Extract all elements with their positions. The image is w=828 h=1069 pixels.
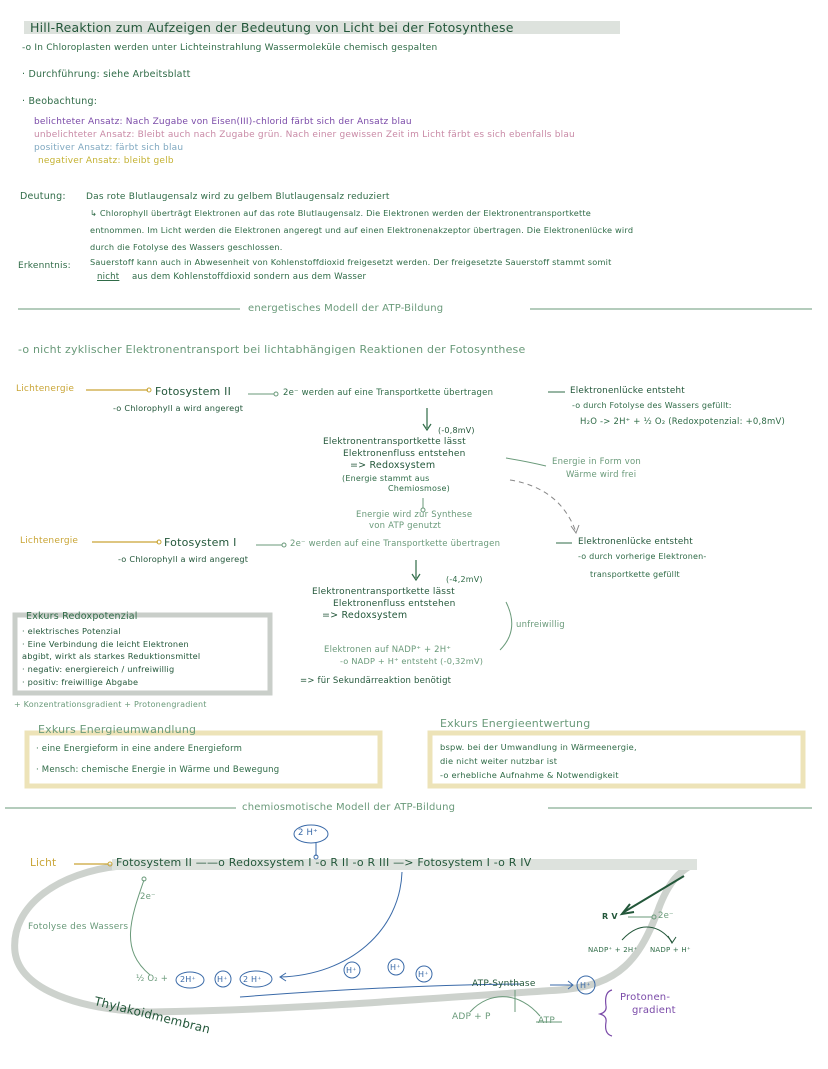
exkurs-redox-title: Exkurs Redoxpotenzial bbox=[26, 611, 138, 622]
ps2-lichtenergie: Lichtenergie bbox=[16, 384, 75, 394]
nichtzyklisch-heading: -o nicht zyklischer Elektronentransport … bbox=[18, 343, 526, 356]
chemi-protonen1: Protonen- bbox=[620, 992, 671, 1003]
ps2-equation: H₂O -> 2H⁺ + ½ O₂ (Redoxpotenzial: +0,8m… bbox=[580, 417, 786, 427]
chemi-protonen2: gradient bbox=[632, 1005, 676, 1016]
chemi-ion-5: H⁺ bbox=[418, 970, 429, 979]
ps2-name: Fotosystem II bbox=[155, 385, 232, 398]
gradients-note: + Konzentrationsgradient + Protonengradi… bbox=[14, 700, 207, 709]
etk2-line2: Elektronenfluss entstehen bbox=[333, 599, 456, 609]
chemi-licht: Licht bbox=[30, 857, 57, 869]
chemi-nadph: NADP + H⁺ bbox=[650, 946, 691, 954]
etk1-line1: Elektronentransportkette lässt bbox=[323, 437, 466, 447]
erkenntnis-line1: Sauerstoff kann auch in Abwesenheit von … bbox=[90, 257, 612, 267]
beobachtung-unbelichtet: unbelichteter Ansatz: Bleibt auch nach Z… bbox=[34, 130, 575, 140]
exkurs-redox-item-4: · positiv: freiwillige Abgabe bbox=[22, 677, 139, 687]
exkurs-redox-item-3: · negativ: energiereich / unfreiwillig bbox=[22, 664, 175, 674]
chemi-e1: 2e⁻ bbox=[140, 892, 156, 902]
ps1-vorherige2: transportkette gefüllt bbox=[590, 570, 680, 579]
etk2-line1: Elektronentransportkette lässt bbox=[312, 587, 455, 597]
etk2-line3: => Redoxsystem bbox=[322, 610, 408, 621]
chemi-atp: ATP bbox=[538, 1016, 555, 1026]
exkurs-redox-item-1: · Eine Verbindung die leicht Elektronen bbox=[22, 639, 189, 649]
exkurs-umwandlung-title: Exkurs Energieumwandlung bbox=[38, 723, 197, 736]
ps2-transfer: 2e⁻ werden auf eine Transportkette übert… bbox=[283, 388, 494, 398]
chemi-half-o2: ½ O₂ + bbox=[136, 974, 169, 984]
beobachtung-heading: · Beobachtung: bbox=[22, 96, 98, 107]
ps2-fotolyse: -o durch Fotolyse des Wassers gefüllt: bbox=[572, 401, 732, 410]
ps2-luecke: Elektronenlücke entsteht bbox=[570, 386, 685, 396]
chemi-synthase: ATP-Synthase bbox=[472, 979, 536, 989]
erkenntnis-line2: aus dem Kohlenstoffdioxid sondern aus de… bbox=[132, 272, 367, 282]
etk1-waerme2: Wärme wird frei bbox=[566, 470, 637, 480]
erkenntnis-nicht: nicht bbox=[97, 272, 120, 282]
etk1-waerme1: Energie in Form von bbox=[552, 457, 642, 467]
deutung-line2: ↳ Chlorophyll überträgt Elektronen auf d… bbox=[90, 208, 592, 218]
etk2-nadp2: -o NADP + H⁺ entsteht (-0,32mV) bbox=[340, 656, 484, 666]
deutung-label: Deutung: bbox=[20, 191, 66, 202]
exkurs-entwertung-item-1: die nicht weiter nutzbar ist bbox=[440, 756, 558, 766]
beobachtung-negativ: negativer Ansatz: bleibt gelb bbox=[38, 156, 174, 166]
ps2-sub: -o Chlorophyll a wird angeregt bbox=[113, 403, 244, 413]
etk1-potential: (-0,8mV) bbox=[438, 426, 475, 435]
etk1-line5: Chemiosmose) bbox=[388, 484, 450, 493]
exkurs-entwertung-item-0: bspw. bei der Umwandlung in Wärmeenergie… bbox=[440, 742, 637, 752]
ps1-vorherige1: -o durch vorherige Elektronen- bbox=[578, 552, 707, 561]
etk1-atp2: von ATP genutzt bbox=[369, 521, 442, 531]
chemi-2h-label: 2 H⁺ bbox=[298, 828, 318, 838]
ps1-lichtenergie: Lichtenergie bbox=[20, 536, 79, 546]
exkurs-umwandlung-item-1: · Mensch: chemische Energie in Wärme und… bbox=[36, 765, 280, 775]
chemi-ion-1: H⁺ bbox=[217, 975, 228, 984]
etk1-line4: (Energie stammt aus bbox=[342, 474, 430, 483]
etk1-atp1: Energie wird zur Synthese bbox=[356, 510, 473, 520]
etk1-line2: Elektronenfluss entstehen bbox=[343, 449, 466, 459]
exkurs-entwertung-item-2: -o erhebliche Aufnahme & Notwendigkeit bbox=[440, 770, 619, 780]
beobachtung-belichtet: belichteter Ansatz: Nach Zugabe von Eise… bbox=[34, 117, 412, 127]
exkurs-redox-item-2: abgibt, wirkt als starkes Reduktionsmitt… bbox=[22, 651, 201, 661]
deutung-line3: entnommen. Im Licht werden die Elektrone… bbox=[90, 225, 634, 235]
etk2-nadp1: Elektronen auf NADP⁺ + 2H⁺ bbox=[324, 645, 452, 655]
page-title: Hill-Reaktion zum Aufzeigen der Bedeutun… bbox=[30, 20, 514, 35]
ps1-sub: -o Chlorophyll a wird angeregt bbox=[118, 554, 249, 564]
exkurs-entwertung-title: Exkurs Energieentwertung bbox=[440, 717, 591, 730]
ps1-transfer: 2e⁻ werden auf eine Transportkette übert… bbox=[290, 539, 501, 549]
exkurs-umwandlung-item-0: · eine Energieform in eine andere Energi… bbox=[36, 744, 243, 754]
chemi-ion-4: H⁺ bbox=[390, 963, 401, 972]
chemi-fotolyse: Fotolyse des Wassers bbox=[28, 922, 129, 932]
beobachtung-positiv: positiver Ansatz: färbt sich blau bbox=[34, 143, 184, 153]
section-chemi-heading: chemiosmotische Modell der ATP-Bildung bbox=[242, 802, 456, 813]
etk1-line3: => Redoxsystem bbox=[350, 460, 436, 471]
chemi-ion-0: 2H⁺ bbox=[180, 975, 196, 984]
deutung-line1: Das rote Blutlaugensalz wird zu gelbem B… bbox=[86, 192, 390, 202]
ps1-luecke: Elektronenlücke entsteht bbox=[578, 537, 693, 547]
etk2-potential: (-4,2mV) bbox=[446, 575, 483, 584]
erkenntnis-label: Erkenntnis: bbox=[18, 261, 71, 271]
chemi-chain: Fotosystem II ——o Redoxsystem I -o R II … bbox=[116, 856, 532, 869]
chemi-adp: ADP + P bbox=[452, 1012, 491, 1022]
chemi-ion-2: 2 H⁺ bbox=[243, 975, 262, 984]
section-atp-heading: energetisches Modell der ATP-Bildung bbox=[248, 303, 444, 314]
intro-text: -o In Chloroplasten werden unter Lichtei… bbox=[22, 43, 438, 53]
deutung-line4: durch die Fotolyse des Wassers geschloss… bbox=[90, 242, 283, 252]
chemi-rv: R V bbox=[602, 912, 618, 921]
ps1-name: Fotosystem I bbox=[164, 536, 237, 549]
chemi-h-out: H⁺ bbox=[580, 981, 591, 990]
exkurs-redox-item-0: · elektrisches Potenzial bbox=[22, 626, 121, 636]
chemi-ion-3: H⁺ bbox=[346, 966, 357, 975]
durchfuehrung-text: · Durchführung: siehe Arbeitsblatt bbox=[22, 69, 191, 80]
chemi-e2: 2e⁻ bbox=[658, 911, 674, 921]
etk2-unfreiwillig: unfreiwillig bbox=[516, 620, 565, 630]
chemi-nadp: NADP⁺ + 2H⁺ bbox=[588, 946, 638, 954]
etk2-sekundaer: => für Sekundärreaktion benötigt bbox=[300, 676, 452, 686]
